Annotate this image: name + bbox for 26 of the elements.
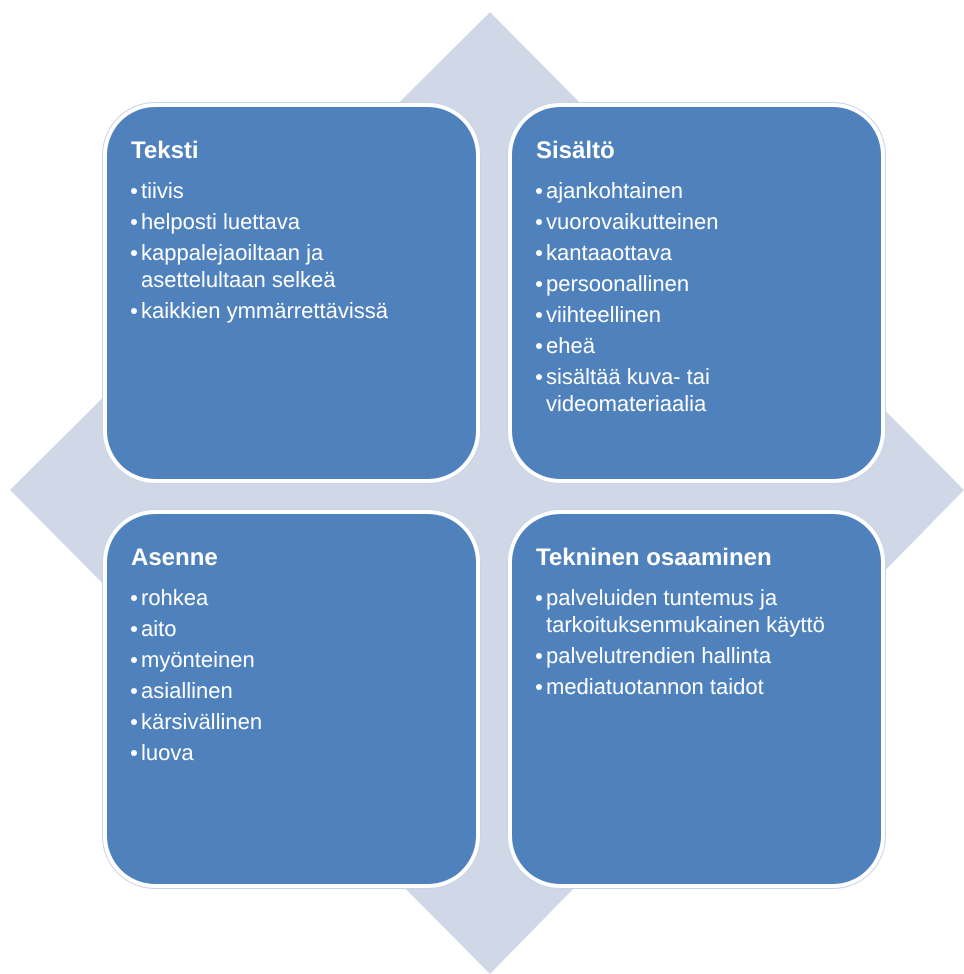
bullet-item: eheä — [546, 332, 595, 359]
bullet-item: aito — [141, 615, 176, 642]
bullet-item: luova — [141, 739, 194, 766]
bullet-item: rohkea — [141, 584, 208, 611]
panel-heading: Tekninen osaaminen — [536, 544, 772, 572]
bullet-item: viihteellinen — [546, 301, 661, 328]
panel-heading: Asenne — [131, 544, 218, 572]
bullet-item: palvelutrendien hallinta — [546, 642, 772, 669]
bullet-item: kantaaottava — [546, 239, 672, 266]
bullet-item: mediatuotannon taidot — [546, 673, 764, 700]
rounded-panel — [103, 103, 480, 483]
bullet-item: vuorovaikutteinen — [546, 208, 718, 235]
bullet-item: persoonallinen — [546, 270, 690, 297]
rounded-panel — [508, 103, 885, 483]
bullet-item: asiallinen — [141, 677, 233, 704]
bullet-item: kaikkien ymmärrettävissä — [141, 297, 388, 324]
rounded-panel — [508, 510, 885, 888]
bullet-item: helposti luettava — [141, 208, 300, 235]
bullet-item: myönteinen — [141, 646, 255, 673]
bullet-item: tiivis — [141, 177, 184, 204]
panel-heading: Teksti — [131, 137, 199, 165]
bullet-item: sisältää kuva- tai videomateriaalia — [546, 363, 711, 417]
bullet-item: ajankohtainen — [546, 177, 684, 204]
bullet-item: kärsivällinen — [141, 708, 262, 735]
panel-heading: Sisältö — [536, 137, 615, 165]
rounded-panel — [103, 510, 480, 888]
